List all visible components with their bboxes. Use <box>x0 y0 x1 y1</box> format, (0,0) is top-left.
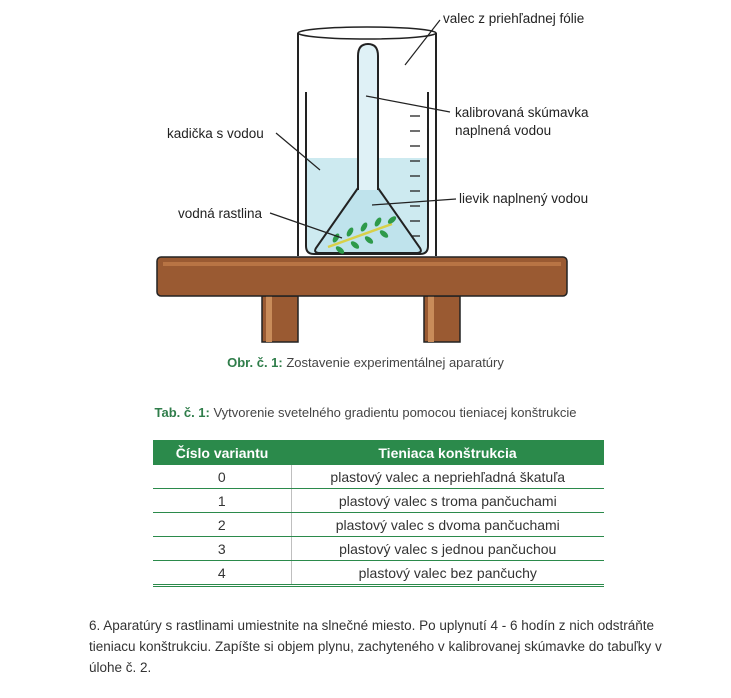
table-row: 0 plastový valec a nepriehľadná škatuľa <box>153 465 604 489</box>
label-tube-line2: naplnená vodou <box>455 123 552 138</box>
foil-cylinder <box>297 33 437 256</box>
header-variant-number: Číslo variantu <box>153 440 291 465</box>
table-caption-text: Vytvorenie svetelného gradientu pomocou … <box>209 405 577 420</box>
cell-variant-number: 0 <box>153 465 292 489</box>
cell-variant-number: 4 <box>153 560 292 587</box>
table-header-row: Číslo variantu Tieniaca konštrukcia <box>153 440 604 465</box>
cell-shading-construction: plastový valec a nepriehľadná škatuľa <box>291 465 604 489</box>
table-row: 3 plastový valec s jednou pančuchou <box>153 536 604 561</box>
apparatus-illustration <box>156 19 568 343</box>
funnel <box>314 187 422 254</box>
test-tube <box>357 42 379 190</box>
leader-cylinder <box>404 19 441 66</box>
cell-shading-construction: plastový valec s troma pančuchami <box>291 488 604 513</box>
leader-plant <box>269 212 343 239</box>
cell-variant-number: 3 <box>153 536 292 561</box>
cell-shading-construction: plastový valec s dvoma pančuchami <box>291 512 604 537</box>
label-cylinder: valec z priehľadnej fólie <box>443 11 585 26</box>
figure-caption-label: Obr. č. 1: <box>227 355 283 370</box>
figure-caption-text: Zostavenie experimentálnej aparatúry <box>282 355 504 370</box>
table-row: 2 plastový valec s dvoma pančuchami <box>153 512 604 537</box>
label-tube-line1: kalibrovaná skúmavka <box>455 105 589 120</box>
label-plant: vodná rastlina <box>178 206 263 221</box>
figure-caption: Obr. č. 1: Zostavenie experimentálnej ap… <box>0 355 731 370</box>
leader-beaker <box>275 132 321 171</box>
shading-variants-table: Číslo variantu Tieniaca konštrukcia 0 pl… <box>153 440 604 587</box>
apparatus-figure: valec z priehľadnej fólie kalibrovaná sk… <box>0 0 731 345</box>
water-plant <box>327 216 397 254</box>
table-top <box>156 256 568 297</box>
table-caption: Tab. č. 1: Vytvorenie svetelného gradien… <box>0 405 731 420</box>
label-beaker: kadička s vodou <box>167 126 264 141</box>
instruction-paragraph: 6. Aparatúry s rastlinami umiestnite na … <box>89 618 662 675</box>
leader-tube <box>365 95 451 113</box>
label-funnel: lievik naplnený vodou <box>459 191 589 206</box>
cell-shading-construction: plastový valec s jednou pančuchou <box>291 536 604 561</box>
cell-shading-construction: plastový valec bez pančuchy <box>291 560 604 587</box>
cell-variant-number: 2 <box>153 512 292 537</box>
table-row: 1 plastový valec s troma pančuchami <box>153 488 604 513</box>
table-row: 4 plastový valec bez pančuchy <box>153 560 604 587</box>
table-caption-label: Tab. č. 1: <box>154 405 210 420</box>
cell-variant-number: 1 <box>153 488 292 513</box>
header-shading-construction: Tieniaca konštrukcia <box>291 440 604 465</box>
leader-funnel <box>371 198 457 206</box>
